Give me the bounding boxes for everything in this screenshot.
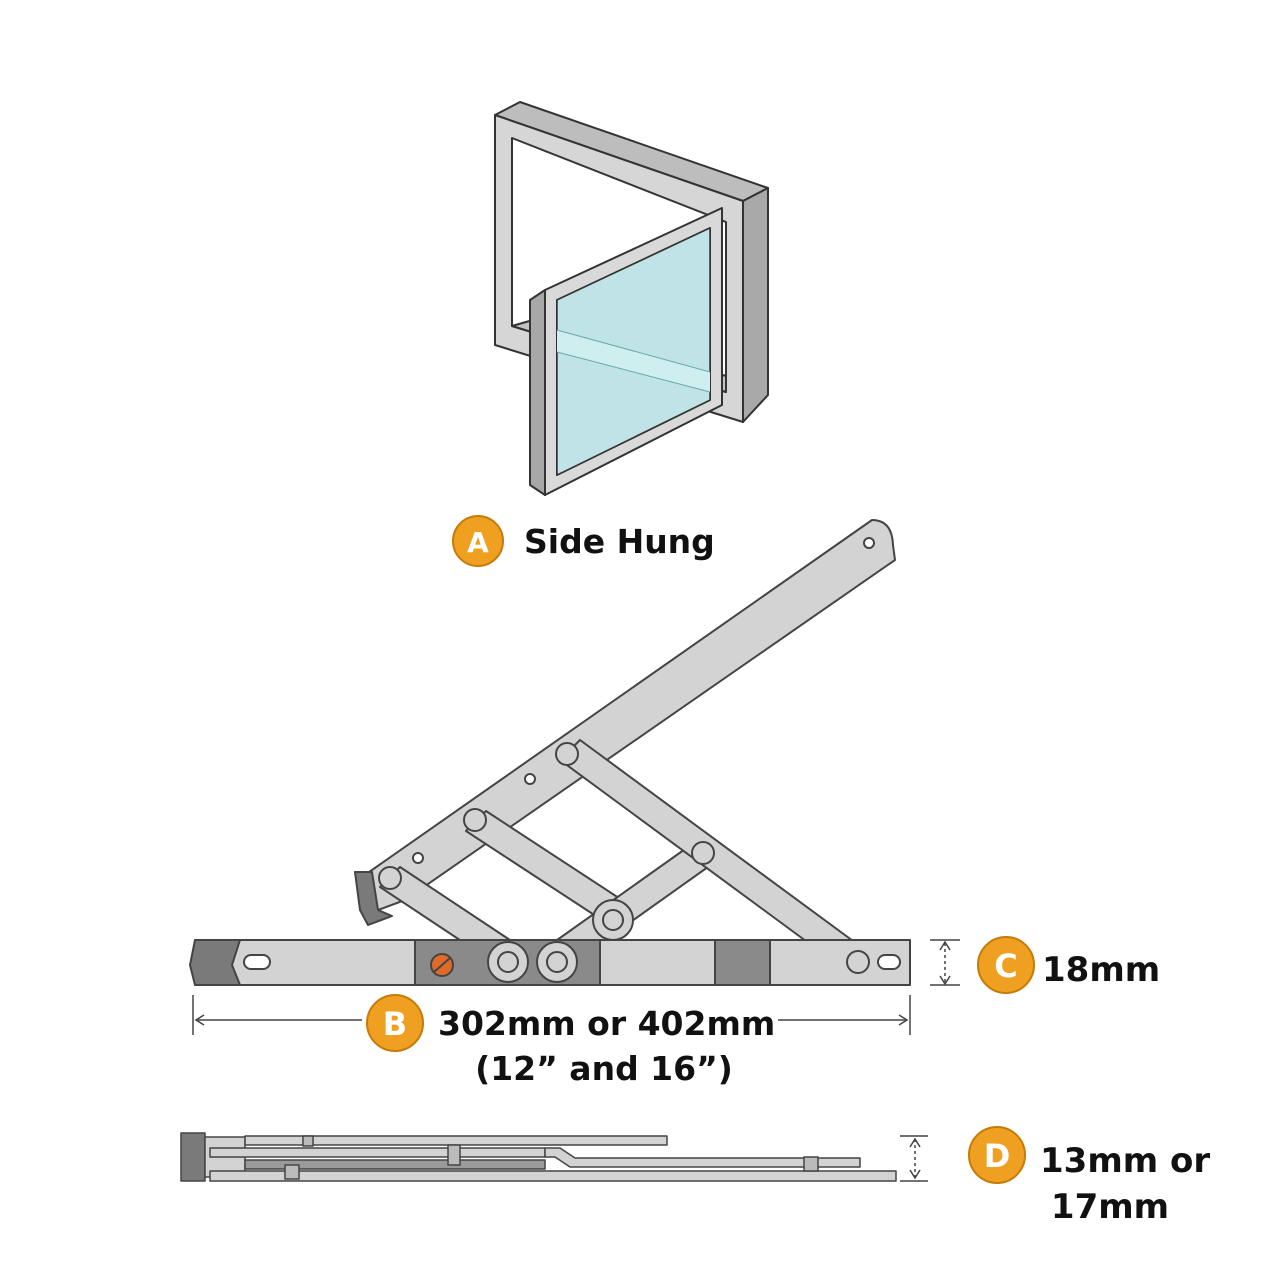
length-value-label: 302mm or 402mm bbox=[438, 1004, 775, 1043]
badge-d-letter: D bbox=[984, 1137, 1011, 1175]
badge-c bbox=[977, 936, 1035, 994]
screw-icon bbox=[430, 953, 454, 977]
callout-d: D 13mm or 17mm bbox=[968, 1126, 1210, 1227]
length-dimension-b bbox=[192, 995, 911, 1035]
thickness-value-label-2: 17mm bbox=[1051, 1187, 1169, 1227]
height-value-label: 18mm bbox=[1042, 950, 1160, 990]
thickness-value-label: 13mm or bbox=[1040, 1141, 1210, 1181]
badge-b-letter: B bbox=[383, 1005, 407, 1043]
thickness-dimension-d bbox=[900, 1135, 928, 1182]
friction-hinge-icon bbox=[189, 519, 911, 986]
callout-a: A Side Hung bbox=[452, 515, 715, 567]
hinge-pivots bbox=[378, 537, 875, 983]
badge-a-letter: A bbox=[467, 526, 489, 559]
badge-b bbox=[366, 994, 424, 1052]
length-imperial-label: (12” and 16”) bbox=[475, 1049, 733, 1088]
badge-d bbox=[968, 1126, 1026, 1184]
callout-b: B 302mm or 402mm (12” and 16”) bbox=[366, 994, 775, 1088]
badge-a bbox=[452, 515, 504, 567]
window-type-label: Side Hung bbox=[524, 522, 715, 561]
callout-c: C 18mm bbox=[977, 936, 1160, 994]
closed-hinge-side-icon bbox=[180, 1132, 897, 1182]
height-dimension-c bbox=[930, 939, 960, 986]
badge-c-letter: C bbox=[994, 947, 1017, 985]
side-hung-window-icon bbox=[494, 101, 769, 496]
